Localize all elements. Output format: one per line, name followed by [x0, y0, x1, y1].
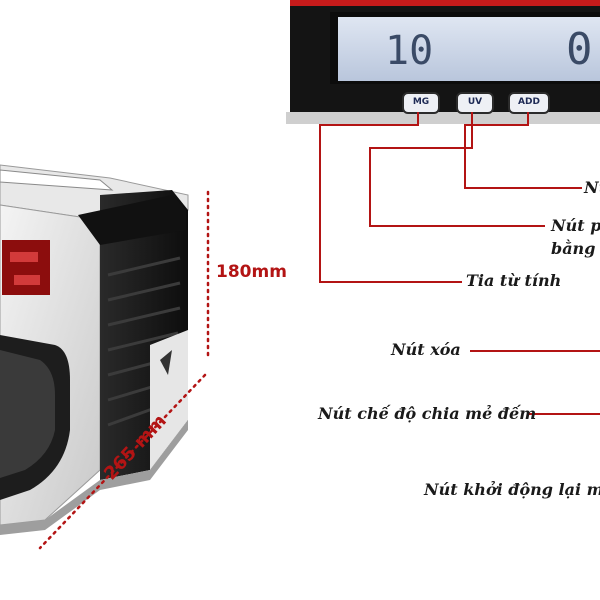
dimension-lines: [38, 190, 210, 550]
mg-button-label: MG: [412, 97, 430, 107]
machine-body: [0, 164, 189, 535]
add-leader-line: [464, 112, 582, 189]
lcd-right-readout: 0: [566, 24, 593, 75]
uv-button-label: UV: [467, 97, 483, 107]
uv-button[interactable]: UV: [456, 92, 494, 114]
clear-button-callout: Nút xóa: [391, 340, 461, 359]
batch-mode-button-callout: Nút chế độ chia mẻ đếm: [318, 404, 537, 423]
restart-button-callout: Nút khởi động lại m: [424, 480, 600, 499]
mg-button[interactable]: MG: [402, 92, 440, 114]
uv-button-callout-line1: Nút p: [551, 216, 600, 235]
height-dimension-label: 180mm: [216, 262, 287, 282]
mg-leader-line: [319, 112, 462, 283]
add-button-label: ADD: [518, 97, 540, 107]
mg-button-callout: Tia từ tính: [466, 271, 562, 290]
lcd-left-readout: 10: [385, 28, 434, 74]
uv-leader-line: [369, 112, 545, 227]
uv-button-callout-line2: bằng: [551, 239, 596, 258]
add-button-callout: Nú: [584, 178, 600, 197]
